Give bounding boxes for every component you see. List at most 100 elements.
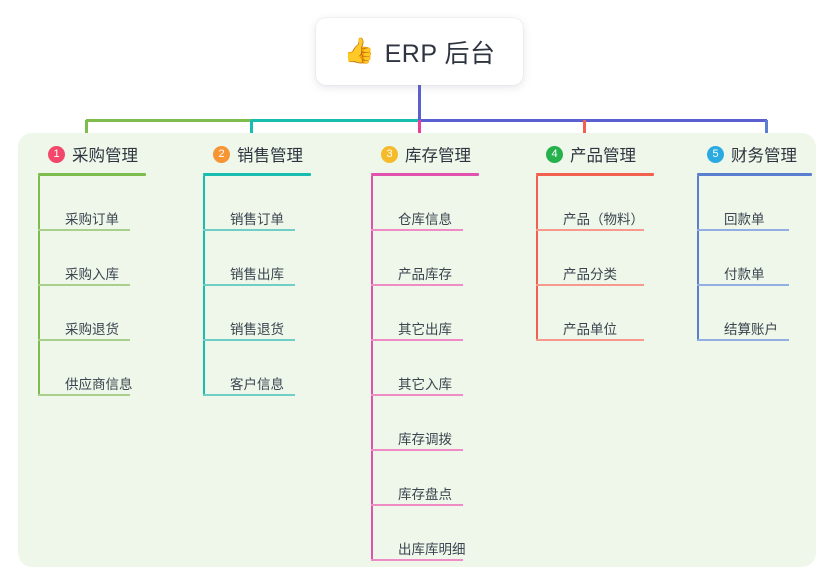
branch-item[interactable]: 仓库信息 xyxy=(371,176,479,231)
branch-item[interactable]: 结算账户 xyxy=(697,286,812,341)
branch-item-label: 采购退货 xyxy=(65,321,119,337)
branch-badge-3: 3 xyxy=(381,145,398,163)
branch-items-1: 采购订单采购入库采购退货供应商信息 xyxy=(38,176,146,396)
branch-header-3[interactable]: 3 库存管理 xyxy=(371,142,479,166)
branch-item-rule xyxy=(371,229,463,231)
branch-item-label: 客户信息 xyxy=(230,376,284,392)
branch-item-rule xyxy=(203,284,295,286)
branch-items-5: 回款单付款单结算账户 xyxy=(697,176,812,341)
branch-item-label: 销售出库 xyxy=(230,266,284,282)
branch-item[interactable]: 付款单 xyxy=(697,231,812,286)
branch-item-rule xyxy=(38,284,130,286)
branch-title-2: 销售管理 xyxy=(237,147,303,165)
branch-item[interactable]: 回款单 xyxy=(697,176,812,231)
branch-rule-5 xyxy=(697,173,812,176)
branch-item[interactable]: 出库库明细 xyxy=(371,506,479,561)
branch-item-label: 其它出库 xyxy=(398,321,452,337)
branch-rule-4 xyxy=(536,173,654,176)
branch-item-label: 其它入库 xyxy=(398,376,452,392)
branch-spine-5 xyxy=(697,176,699,341)
branch-column-3: 3 库存管理 仓库信息产品库存其它出库其它入库库存调拨库存盘点出库库明细 xyxy=(371,142,479,561)
branch-column-1: 1 采购管理 采购订单采购入库采购退货供应商信息 xyxy=(38,142,146,396)
branch-item[interactable]: 库存调拨 xyxy=(371,396,479,451)
branch-items-2: 销售订单销售出库销售退货客户信息 xyxy=(203,176,311,396)
branch-spine-1 xyxy=(38,176,40,396)
branch-badge-5: 5 xyxy=(707,145,724,163)
branch-rule-3 xyxy=(371,173,479,176)
branch-item-label: 销售订单 xyxy=(230,211,284,227)
branch-item-rule xyxy=(371,339,463,341)
branch-item-label: 付款单 xyxy=(724,266,765,282)
root-node[interactable]: 👍 ERP 后台 xyxy=(316,18,523,85)
branch-title-5: 财务管理 xyxy=(731,147,797,165)
branch-title-3: 库存管理 xyxy=(405,147,471,165)
branch-item-label: 销售退货 xyxy=(230,321,284,337)
branch-item[interactable]: 采购退货 xyxy=(38,286,146,341)
branch-header-2[interactable]: 2 销售管理 xyxy=(203,142,311,166)
branch-item[interactable]: 供应商信息 xyxy=(38,341,146,396)
branch-item[interactable]: 采购订单 xyxy=(38,176,146,231)
branch-badge-4: 4 xyxy=(546,145,563,163)
branch-item-rule xyxy=(371,504,463,506)
branch-spine-4 xyxy=(536,176,538,341)
branch-rule-2 xyxy=(203,173,311,176)
branch-item-rule xyxy=(203,339,295,341)
thumbs-up-emoji: 👍 xyxy=(343,37,375,65)
branch-header-5[interactable]: 5 财务管理 xyxy=(697,142,812,166)
branch-item-label: 库存调拨 xyxy=(398,431,452,447)
branch-items-3: 仓库信息产品库存其它出库其它入库库存调拨库存盘点出库库明细 xyxy=(371,176,479,561)
branch-item-rule xyxy=(203,394,295,396)
branch-item-rule xyxy=(536,284,644,286)
branch-item-label: 仓库信息 xyxy=(398,211,452,227)
branch-item[interactable]: 销售订单 xyxy=(203,176,311,231)
branch-title-4: 产品管理 xyxy=(570,147,636,165)
branch-item[interactable]: 产品库存 xyxy=(371,231,479,286)
branch-header-4[interactable]: 4 产品管理 xyxy=(536,142,654,166)
branch-items-4: 产品（物料） 产品分类产品单位 xyxy=(536,176,654,341)
branch-item[interactable]: 其它出库 xyxy=(371,286,479,341)
branch-item-label: 供应商信息 xyxy=(65,376,133,392)
branch-item-rule xyxy=(371,394,463,396)
branch-item[interactable]: 产品分类 xyxy=(536,231,654,286)
branch-item[interactable]: 客户信息 xyxy=(203,341,311,396)
branch-item-rule xyxy=(697,339,789,341)
branch-item-rule xyxy=(371,284,463,286)
branch-spine-2 xyxy=(203,176,205,396)
branch-item-label: 回款单 xyxy=(724,211,765,227)
branch-title-1: 采购管理 xyxy=(72,147,138,165)
branch-badge-2: 2 xyxy=(213,145,230,163)
branch-rule-1 xyxy=(38,173,146,176)
branch-header-1[interactable]: 1 采购管理 xyxy=(38,142,146,166)
branch-item[interactable]: 销售出库 xyxy=(203,231,311,286)
branch-item-rule xyxy=(38,339,130,341)
branch-item-rule xyxy=(536,339,644,341)
branch-spine-3 xyxy=(371,176,373,561)
branch-item-rule xyxy=(371,449,463,451)
branch-column-4: 4 产品管理 产品（物料） 产品分类产品单位 xyxy=(536,142,654,341)
root-title: ERP 后台 xyxy=(384,39,496,68)
branch-item-rule xyxy=(371,559,463,561)
branch-item-label: 库存盘点 xyxy=(398,486,452,502)
branch-item-rule xyxy=(203,229,295,231)
branch-item-rule xyxy=(38,229,130,231)
branch-item-rule xyxy=(697,229,789,231)
branch-item[interactable]: 采购入库 xyxy=(38,231,146,286)
branch-badge-1: 1 xyxy=(48,145,65,163)
branch-item-label: 结算账户 xyxy=(724,321,778,337)
branch-item-rule xyxy=(697,284,789,286)
branch-item[interactable]: 产品（物料） xyxy=(536,176,654,231)
branch-item-rule xyxy=(38,394,130,396)
diagram-panel xyxy=(18,133,816,567)
branch-item[interactable]: 产品单位 xyxy=(536,286,654,341)
branch-item-label: 产品库存 xyxy=(398,266,452,282)
branch-item[interactable]: 其它入库 xyxy=(371,341,479,396)
branch-column-2: 2 销售管理 销售订单销售出库销售退货客户信息 xyxy=(203,142,311,396)
branch-item-label: 产品（物料） xyxy=(563,211,644,227)
branch-column-5: 5 财务管理 回款单付款单结算账户 xyxy=(697,142,812,341)
branch-item-label: 产品分类 xyxy=(563,266,617,282)
branch-item[interactable]: 库存盘点 xyxy=(371,451,479,506)
branch-item-label: 出库库明细 xyxy=(398,541,466,557)
branch-item[interactable]: 销售退货 xyxy=(203,286,311,341)
branch-item-label: 采购订单 xyxy=(65,211,119,227)
